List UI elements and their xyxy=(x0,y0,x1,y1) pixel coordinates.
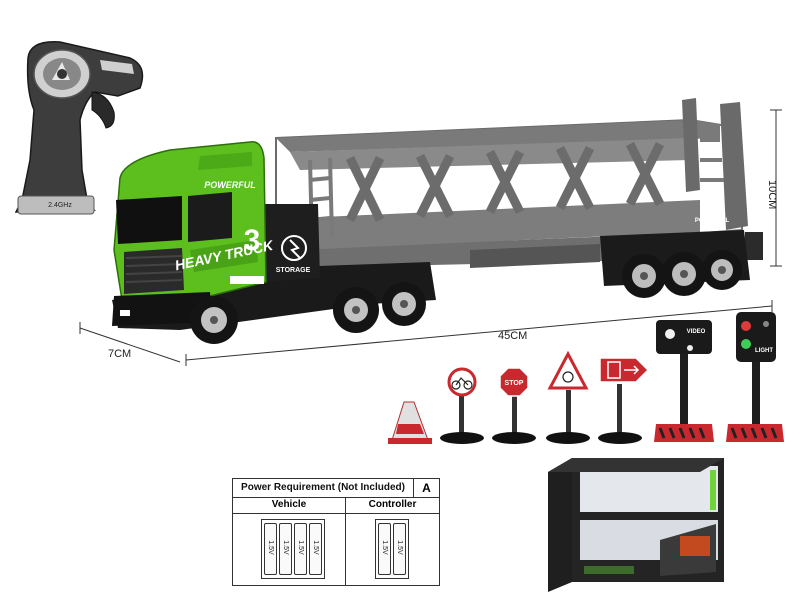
remote-controller xyxy=(14,41,144,215)
traffic-light-post xyxy=(726,312,784,442)
camera-light-post xyxy=(654,320,714,442)
power-title: Power Requirement (Not Included) xyxy=(233,479,414,498)
trailer-tag: POWERFUL xyxy=(695,218,730,224)
tractor-wheels xyxy=(190,282,426,344)
trailer xyxy=(275,98,763,286)
bicycle-sign xyxy=(440,367,484,444)
power-label: A xyxy=(414,479,439,498)
vehicle-battery-group: 1.5V 1.5V 1.5V 1.5V xyxy=(261,519,325,579)
stop-sign-label: STOP xyxy=(505,380,524,387)
storage-label: STORAGE xyxy=(276,267,311,274)
dimension-lines xyxy=(79,109,782,366)
battery-icon: 1.5V xyxy=(309,523,322,575)
warning-sign xyxy=(546,350,590,444)
width-label: 7CM xyxy=(108,348,132,360)
height-label: 10CM xyxy=(766,180,778,210)
controller-header: Controller xyxy=(346,497,439,514)
power-requirement-panel: Power Requirement (Not Included) A Vehic… xyxy=(232,478,440,586)
cab-number: 3 xyxy=(244,224,261,257)
cab-slogan: POWERFUL xyxy=(204,180,256,190)
traffic-cone xyxy=(388,401,432,444)
vehicle-header: Vehicle xyxy=(233,497,345,514)
storage-box xyxy=(262,204,320,282)
parking-sign xyxy=(598,357,650,444)
length-label: 45CM xyxy=(498,330,528,342)
video-box-label: VIDEO xyxy=(687,329,706,335)
battery-icon: 1.5V xyxy=(294,523,307,575)
truck-cab xyxy=(112,141,267,326)
controller-band-label: 2.4GHz xyxy=(48,202,72,209)
controller-battery-group: 1.5V 1.5V xyxy=(375,519,409,579)
battery-icon: 1.5V xyxy=(378,523,391,575)
battery-icon: 1.5V xyxy=(393,523,406,575)
battery-icon: 1.5V xyxy=(279,523,292,575)
light-box-label: LIGHT xyxy=(755,348,773,354)
stop-sign xyxy=(492,367,536,444)
trailer-wheels xyxy=(622,250,742,298)
battery-icon: 1.5V xyxy=(264,523,277,575)
product-box xyxy=(548,458,724,592)
